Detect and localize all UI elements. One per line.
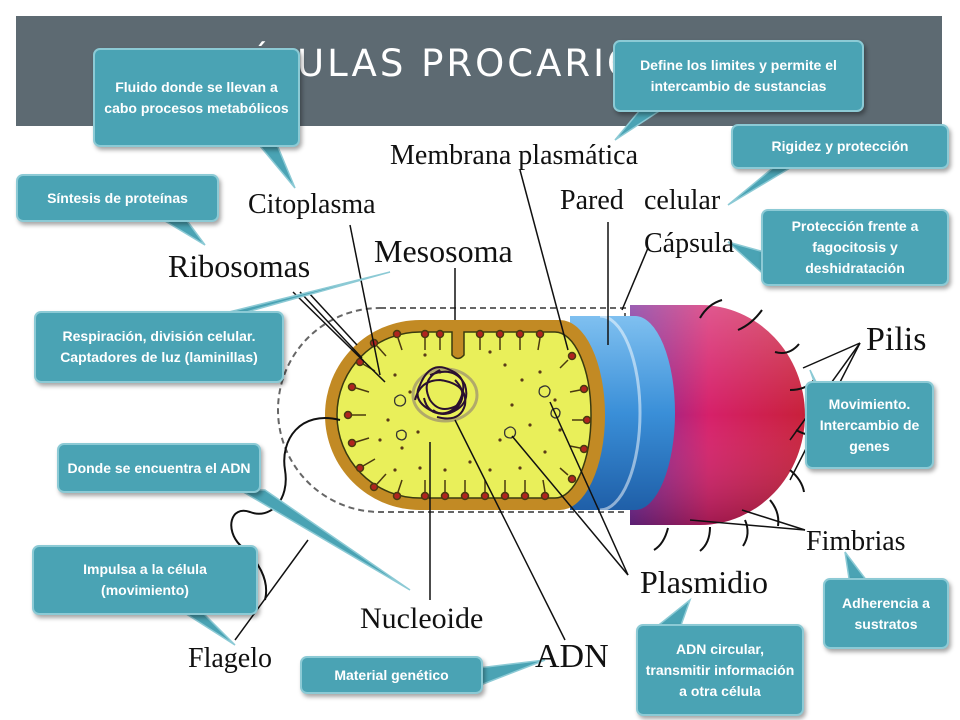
callout-adn: Material genético <box>300 656 483 694</box>
label-pared: Pared <box>560 185 624 216</box>
callout-fimbrias: Adherencia a sustratos <box>823 578 949 649</box>
callout-citoplasma: Fluido donde se llevan a cabo procesos m… <box>93 48 300 147</box>
callout-ribosomas: Síntesis de proteínas <box>16 174 219 222</box>
ribosome-dots <box>378 350 562 472</box>
pili-hairs <box>653 299 819 552</box>
label-membrana-plasmatica: Membrana plasmática <box>390 140 639 171</box>
label-flagelo: Flagelo <box>188 643 272 674</box>
capsule-outline <box>277 307 626 513</box>
label-adn: ADN <box>535 638 609 675</box>
callout-nucleoide: Donde se encuentra el ADN <box>57 443 261 493</box>
leader-lines <box>234 169 861 641</box>
callout-capsula: Protección frente a fagocitosis y deshid… <box>761 209 949 286</box>
label-mesosoma: Mesosoma <box>374 233 513 269</box>
callout-flagelo: Impulsa a la célula (movimiento) <box>32 545 258 615</box>
nucleoid-dna <box>411 366 479 423</box>
label-nucleoide: Nucleoide <box>360 602 484 635</box>
callout-mesosoma: Respiración, división celular. Captadore… <box>34 311 284 383</box>
capsule <box>630 305 805 525</box>
label-pilis: Pilis <box>866 321 927 358</box>
label-fimbrias: Fimbrias <box>806 526 906 557</box>
callout-pilis: Movimiento. Intercambio de genes <box>805 381 934 469</box>
plasmid-loops <box>393 385 561 441</box>
callout-plasmidio: ADN circular, transmitir información a o… <box>636 624 804 716</box>
label-ribosomas: Ribosomas <box>168 248 311 284</box>
label-celular: celular <box>644 185 721 216</box>
label-capsula: Cápsula <box>644 228 735 259</box>
cytoplasm <box>336 331 592 499</box>
callout-pared: Rigidez y protección <box>731 124 949 169</box>
callout-membrana: Define los limites y permite el intercam… <box>613 40 864 112</box>
label-plasmidio: Plasmidio <box>640 564 769 600</box>
label-citoplasma: Citoplasma <box>248 189 376 220</box>
